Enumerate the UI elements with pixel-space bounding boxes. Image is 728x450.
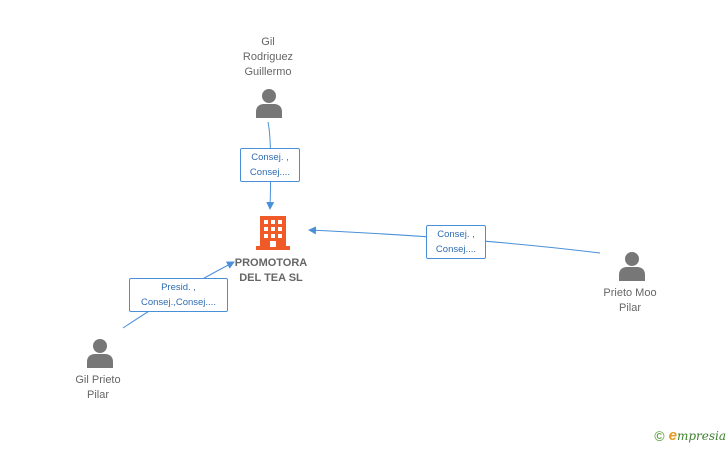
relation-role-line1: Consej. , [437,229,475,240]
relation-label-gil-rodriguez[interactable]: Consej. , Consej.... [240,148,300,182]
building-icon [256,216,290,250]
person-name: Gil Rodriguez Guillermo [218,35,318,80]
person-name-line1: Gil [261,36,275,48]
person-icon [256,89,282,118]
person-name: Prieto Moo Pilar [580,286,680,316]
relation-role-line1: Presid. , [161,282,196,293]
brand-logo-text: mpresia [676,429,726,443]
relation-label-prieto-moo[interactable]: Consej. , Consej.... [426,225,486,259]
relation-role-line1: Consej. , [251,152,289,163]
company-name: PROMOTORA DEL TEA SL [221,256,321,286]
person-icon [87,339,113,368]
relation-role-line2: Consej.,Consej.... [141,297,216,308]
company-name-line2: DEL TEA SL [239,272,303,284]
person-icon [619,252,645,281]
person-name-line2: Pilar [618,302,641,314]
relation-role-line2: Consej.... [435,244,477,255]
person-name-line1: Prieto Moo [603,287,657,299]
brand-logo: empresia [669,427,726,445]
brand-footer: © empresia [654,426,726,446]
person-name-line2: Pilar [86,389,109,401]
company-name-line1: PROMOTORA [234,257,308,269]
copyright-symbol: © [654,428,665,444]
relation-role-line2: Consej.... [249,167,291,178]
person-name: Gil Prieto Pilar [48,373,148,403]
person-name-line1: Gil Prieto [75,374,121,386]
relation-label-gil-prieto[interactable]: Presid. , Consej.,Consej.... [129,278,228,312]
brand-logo-initial: e [668,427,677,444]
person-name-line2: Rodriguez [242,51,294,63]
person-name-line3: Guillermo [244,66,292,78]
